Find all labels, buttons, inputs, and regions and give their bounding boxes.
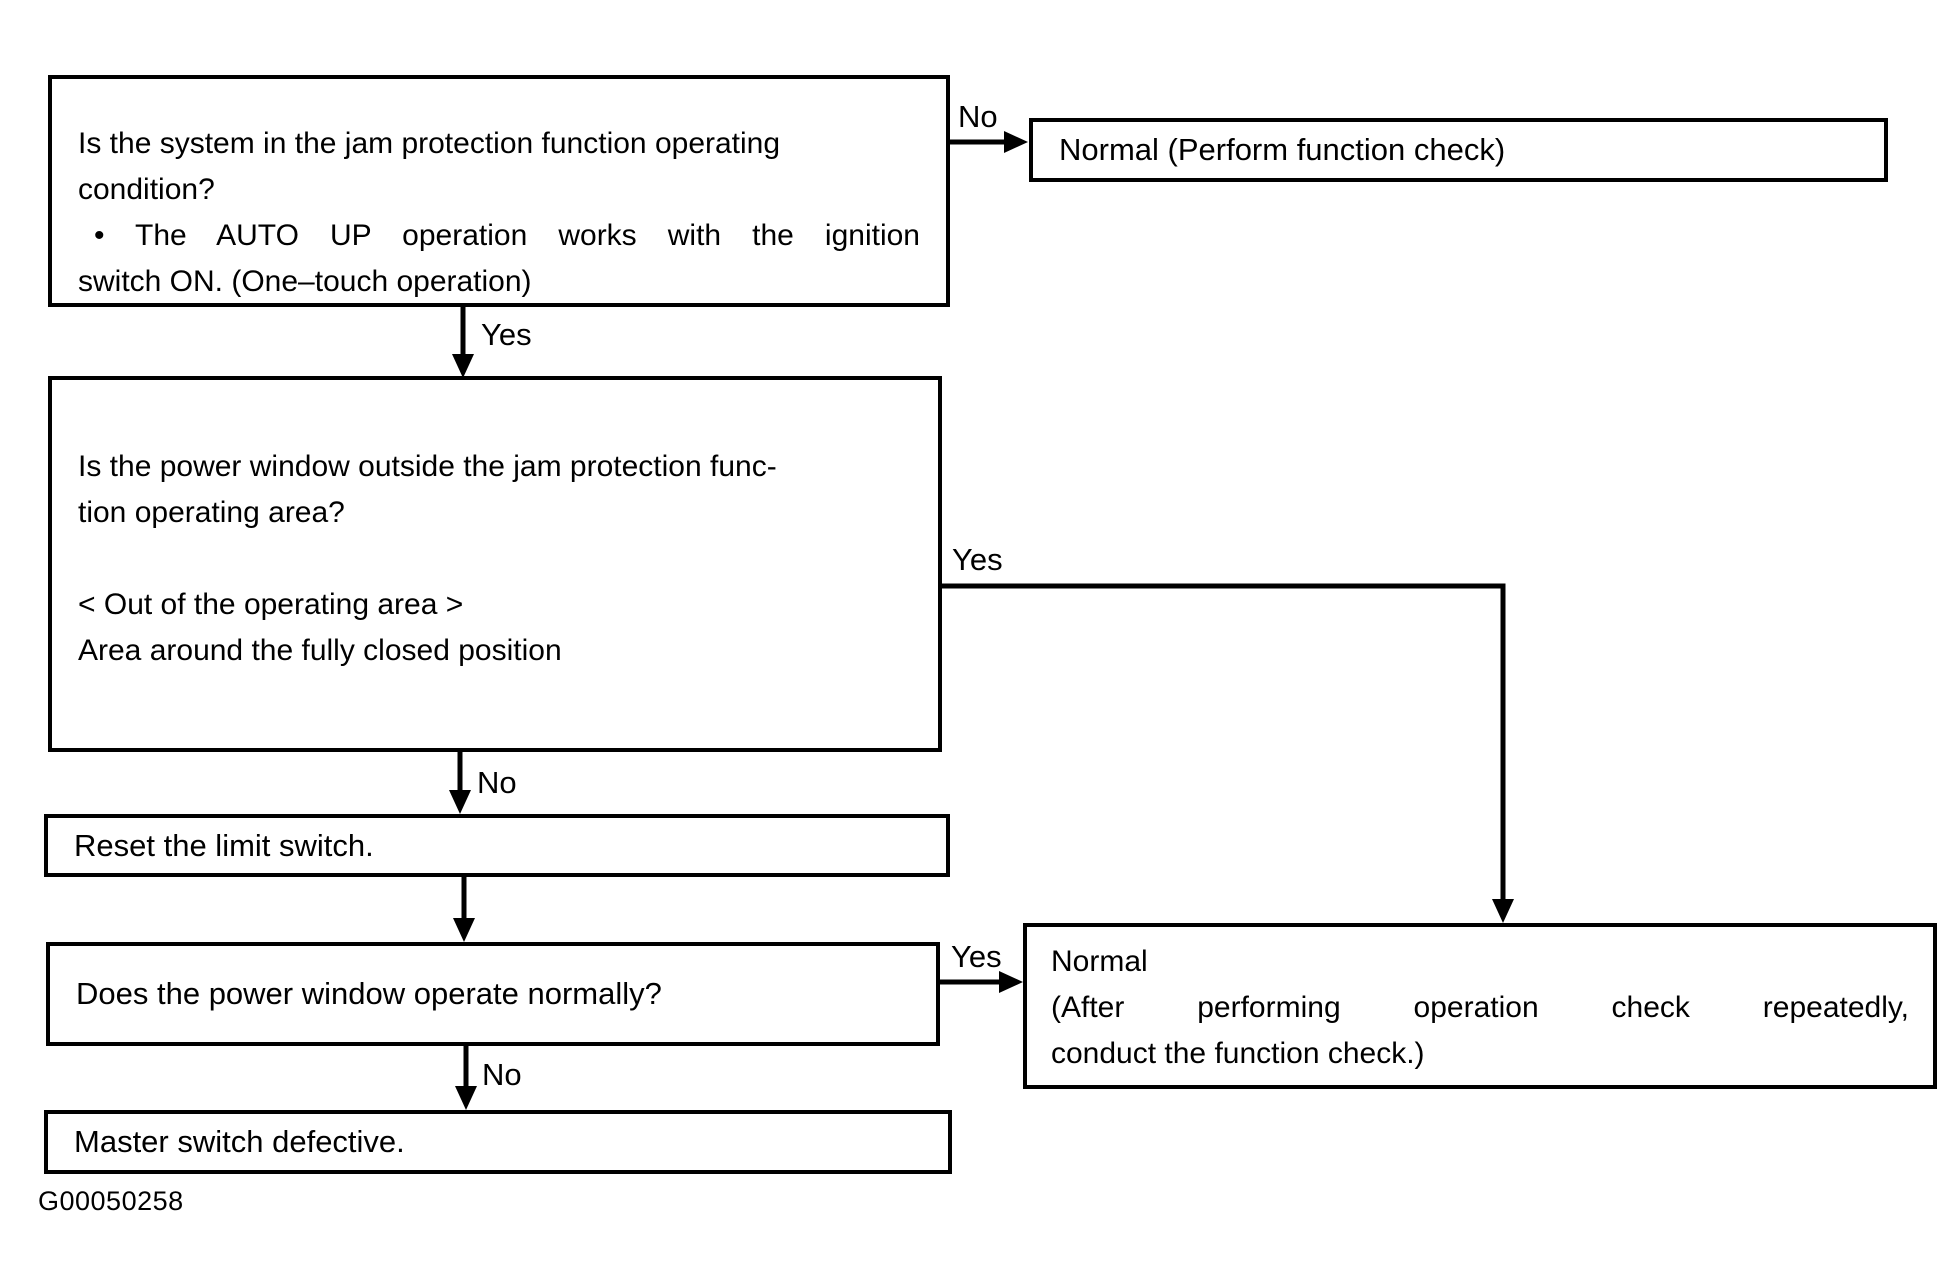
text-line: condition? [78,173,215,206]
result-box-text: Normal (Perform function check) [1059,133,1505,167]
figure-code: G00050258 [38,1186,184,1216]
connector-q2-n2 [942,583,1514,923]
text-line: tion operating area? [78,496,345,529]
decision-box-text: Does the power window operate normally? [76,977,662,1011]
connector-q2-a1 [449,752,471,814]
text-line: < Out of the operating area > [78,588,464,621]
text-line: conduct the function check.) [1051,1037,1425,1070]
text-line: Master switch defective. [74,1124,405,1159]
action-box-text: Reset the limit switch. [74,827,374,863]
decision-box-outside-operating-area: Is the power window outside the jam prot… [48,376,942,752]
branch-label-no-q3: No [482,1057,522,1092]
text-line: Normal [1051,945,1148,978]
connector-q1-n1 [950,131,1028,153]
result-box-text: Master switch defective. [74,1125,405,1159]
result-box-normal-function-check: Normal (Perform function check) [1029,118,1888,182]
branch-label-yes-q3: Yes [951,939,1002,974]
branch-label-yes-q2: Yes [952,542,1003,577]
decision-box-operates-normally: Does the power window operate normally? [46,942,940,1046]
decision-box-jam-protection-operating-condition: Is the system in the jam protection func… [48,75,950,307]
result-box-normal-after-operation-check: Normal (After performing operation check … [1023,923,1937,1089]
action-box-reset-limit-switch: Reset the limit switch. [44,814,950,877]
decision-box-text: Is the power window outside the jam prot… [78,444,912,674]
result-box-master-switch-defective: Master switch defective. [44,1110,952,1174]
text-line: • The AUTO UP operation works with the i… [94,219,920,252]
connector-a1-q3 [453,877,475,942]
text-line: Reset the limit switch. [74,827,374,863]
text-line: (After performing operation check repeat… [1051,991,1909,1024]
connector-q3-a2 [455,1046,477,1110]
text-line: Is the system in the jam protection func… [78,127,781,160]
text-line: Does the power window operate normally? [76,976,662,1011]
text-line: Normal (Perform function check) [1059,132,1506,167]
connector-q1-q2 [452,307,474,378]
text-line: Area around the fully closed position [78,634,562,667]
connector-q3-n2 [940,971,1023,993]
branch-label-no-q1: No [958,99,998,134]
text-line: switch ON. (One–touch operation) [78,265,532,298]
text-line [78,536,912,582]
text-line: Is the power window outside the jam prot… [78,450,777,483]
branch-label-yes-q1: Yes [481,317,532,352]
result-box-text: Normal (After performing operation check … [1051,939,1909,1077]
branch-label-no-q2: No [477,765,517,800]
decision-box-text: Is the system in the jam protection func… [78,121,920,305]
